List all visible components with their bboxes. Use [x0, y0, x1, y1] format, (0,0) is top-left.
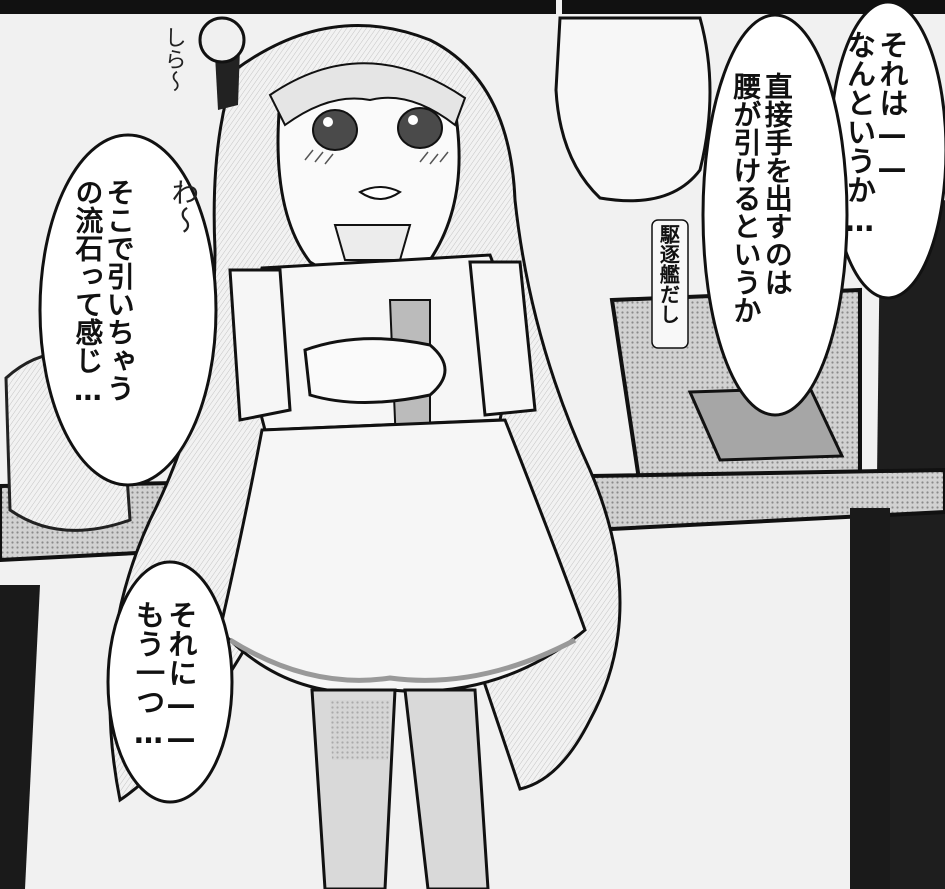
left-sleeve: [228, 268, 292, 422]
mouth: [358, 186, 402, 200]
table-leg-right: [850, 508, 890, 889]
speech-line: そこで引いちゃう: [102, 178, 136, 402]
table-leg-left: [0, 585, 40, 889]
speech-bubble-center-shape: [701, 13, 849, 417]
speech-line: なんというか…: [842, 30, 877, 238]
sfx-wa: わ〜: [167, 178, 201, 234]
speech-bubble-left-shape: [38, 133, 218, 487]
leg-shadow: [330, 700, 390, 760]
speech-line: それに——: [163, 600, 198, 755]
sfx-text: しら〜: [160, 26, 186, 92]
hair-ribbon: [215, 48, 240, 110]
speech-line: 腰が引けるというか: [729, 72, 763, 324]
speech-line: 直接手を出すのは: [760, 72, 794, 296]
speech-bubble-center: 直接手を出すのは 腰が引けるというか: [729, 72, 794, 324]
right-sleeve: [468, 260, 537, 417]
sfx-shira: しら〜: [160, 26, 186, 92]
speech-bubble-bottom: それに—— もう一つ…: [131, 600, 198, 755]
left-blush: [304, 149, 334, 165]
right-eye-highlight: [408, 115, 418, 125]
speech-line: の流石って感じ…: [71, 178, 105, 407]
speech-line: それは——: [874, 30, 909, 185]
aside-text: 駆逐艦だし: [656, 224, 681, 324]
sfx-text: わ〜: [167, 178, 201, 234]
neck-collar: [333, 224, 412, 261]
gutter-gap: [556, 0, 562, 14]
left-eye: [312, 109, 358, 151]
dress-hem-trim: [228, 637, 577, 683]
speech-bubble-left: そこで引いちゃう の流石って感じ…: [71, 178, 136, 407]
speech-bubble-bottom-shape: [106, 560, 234, 804]
speech-line: もう一つ…: [131, 600, 166, 750]
right-blush: [419, 151, 449, 165]
aside-caption: 駆逐艦だし: [656, 224, 681, 324]
panel-top-border: [0, 0, 945, 14]
left-eye-highlight: [323, 117, 333, 127]
reaching-hand: [554, 16, 712, 203]
dark-wall: [872, 200, 945, 889]
speech-bubble-right: それは—— なんというか…: [842, 30, 909, 238]
hair-bun: [198, 16, 246, 64]
aside-label-backing: [651, 219, 689, 349]
bangs: [268, 62, 467, 127]
right-eye: [397, 107, 443, 149]
right-leg: [403, 688, 490, 889]
folded-hands: [303, 337, 447, 404]
